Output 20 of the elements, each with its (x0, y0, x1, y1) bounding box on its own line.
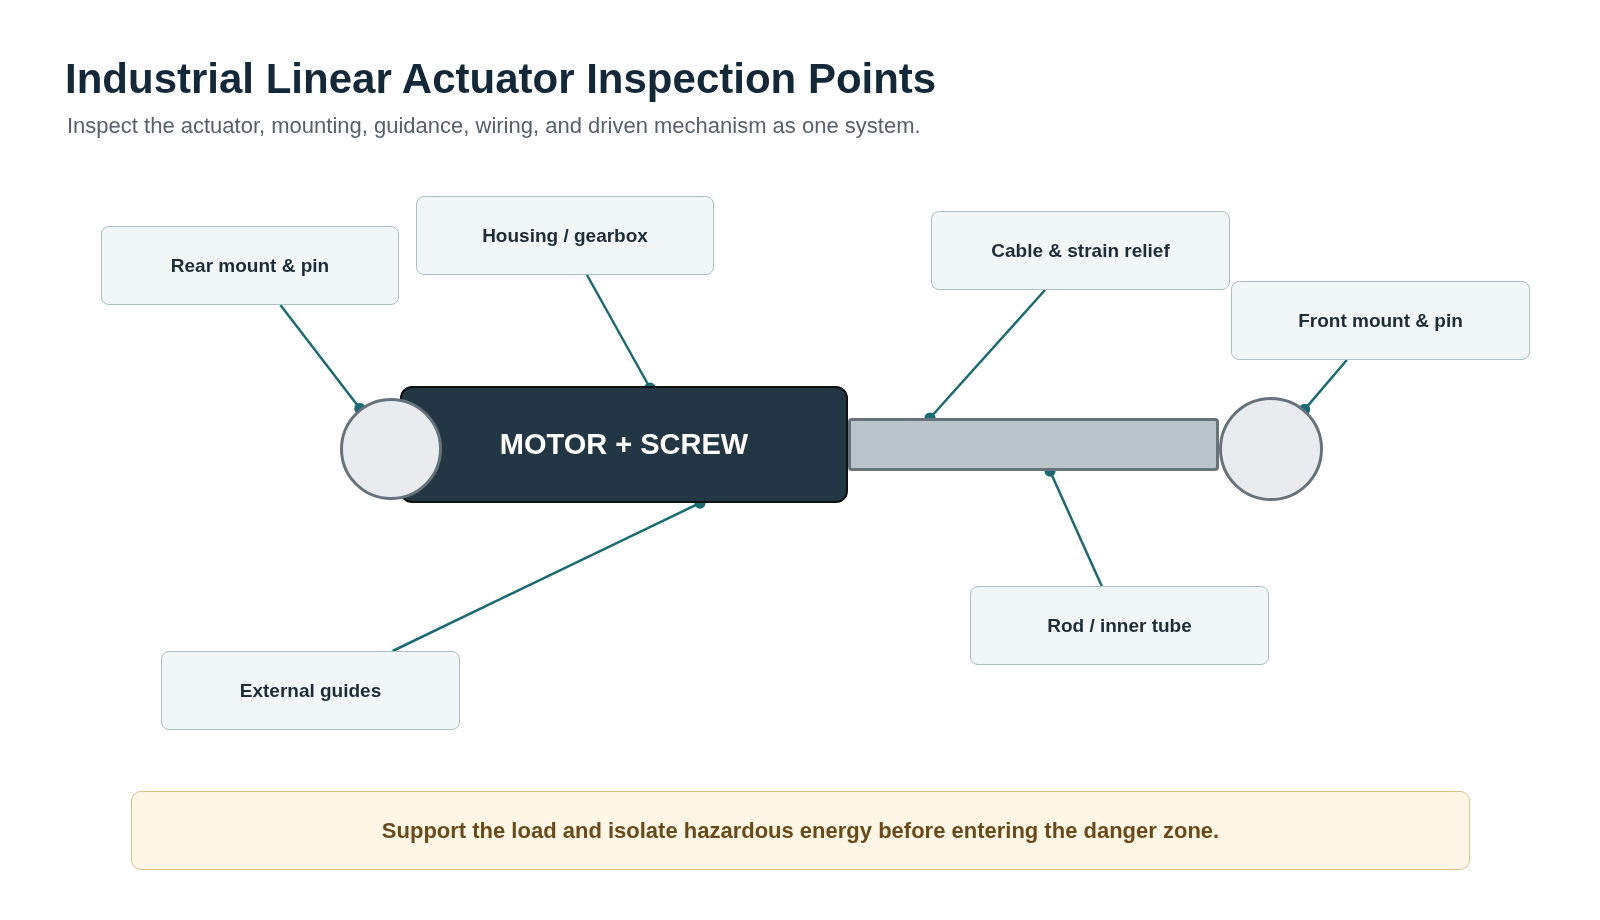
rod-tube (848, 418, 1219, 471)
warning-banner (131, 791, 1470, 870)
callout-box (416, 196, 714, 275)
callout-box (161, 651, 460, 730)
callout-box (931, 211, 1230, 290)
subtitle: Inspect the actuator, mounting, guidance, wiring, and driven mechanism as one system. (67, 113, 921, 139)
title: Industrial Linear Actuator Inspection Points (65, 55, 937, 103)
callout-box (1231, 281, 1530, 360)
callout-label: Cable & strain relief (991, 239, 1170, 262)
leader-line (279, 304, 366, 415)
callout-label: External guides (239, 679, 382, 702)
callout-box (970, 586, 1269, 665)
callout-label: Rear mount & pin (170, 254, 330, 277)
warning-text: Support the load and isolate hazardous energy before entering the danger zone. (381, 817, 1220, 844)
callout-label: Rod / inner tube (1047, 614, 1192, 637)
callout-label: Front mount & pin (1298, 309, 1463, 332)
part-label: MOTOR + SCREW (499, 428, 749, 461)
motor-housing (400, 386, 848, 503)
callout-box (101, 226, 399, 305)
callout-label: Housing / gearbox (482, 224, 648, 247)
